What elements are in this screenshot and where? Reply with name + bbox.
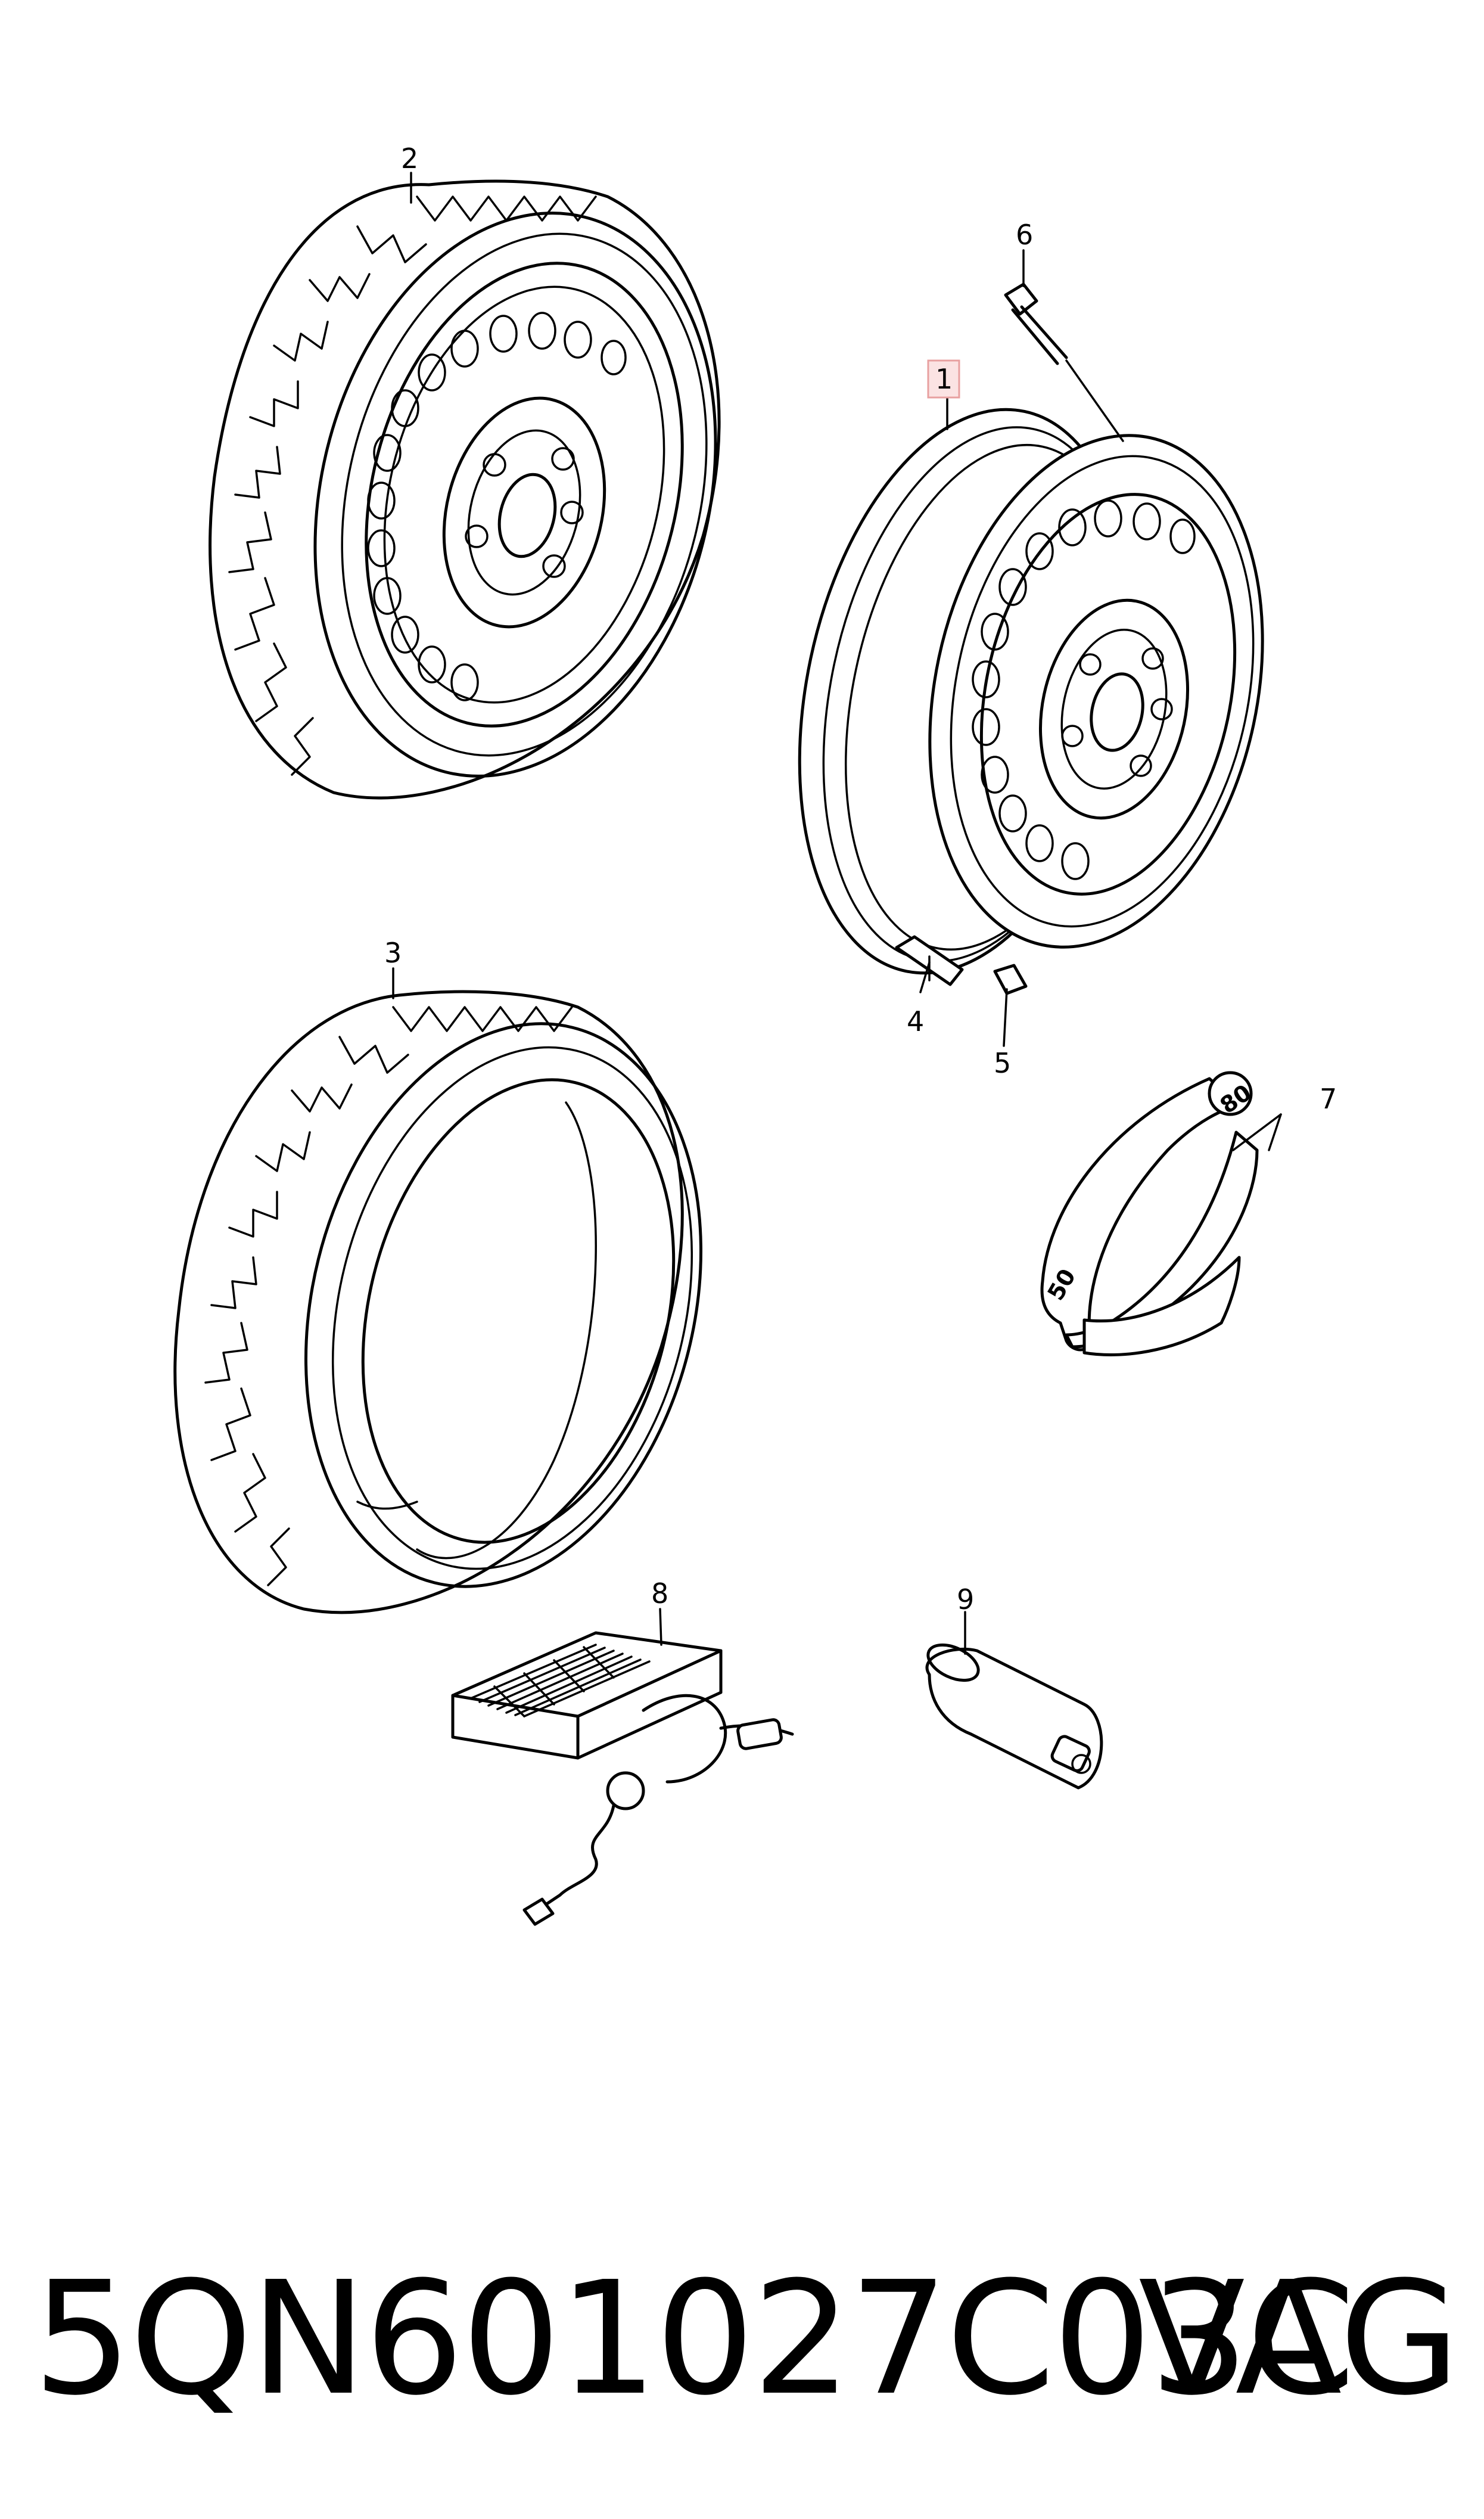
callout-1[interactable]: 1 [935, 363, 953, 395]
tyre-compressor [451, 1631, 794, 1926]
callout-5[interactable]: 5 [994, 1047, 1011, 1079]
sealant-bottle [925, 1643, 1103, 1790]
footer: 5QN601027C03C VAG [0, 2241, 1484, 2437]
balance-weight-clip [895, 935, 964, 986]
adjustment-gauge: 80 50 [1040, 1071, 1282, 1356]
callout-4[interactable]: 4 [907, 1005, 924, 1038]
callout-leaders [392, 172, 1025, 1655]
selected-part-highlight [927, 359, 960, 399]
callout-2[interactable]: 2 [401, 142, 418, 175]
callout-7[interactable]: 7 [1320, 1083, 1337, 1115]
callout-3[interactable]: 3 [384, 937, 402, 969]
part-number: 5QN601027C03C [33, 2248, 1355, 2430]
rim-vent-holes [972, 499, 1196, 880]
callout-9[interactable]: 9 [957, 1583, 974, 1616]
tyre-valve [1004, 282, 1124, 442]
steel-rim [798, 408, 1264, 975]
callout-8[interactable]: 8 [651, 1577, 668, 1610]
wheel-vent-holes [367, 312, 627, 701]
tyre [173, 990, 702, 1614]
wheel-with-tyre [209, 179, 721, 800]
brand-name: VAG [1138, 2248, 1460, 2430]
callout-6[interactable]: 6 [1016, 219, 1033, 251]
adhesive-weight [993, 964, 1028, 995]
compressor-vent-grille [469, 1644, 651, 1717]
